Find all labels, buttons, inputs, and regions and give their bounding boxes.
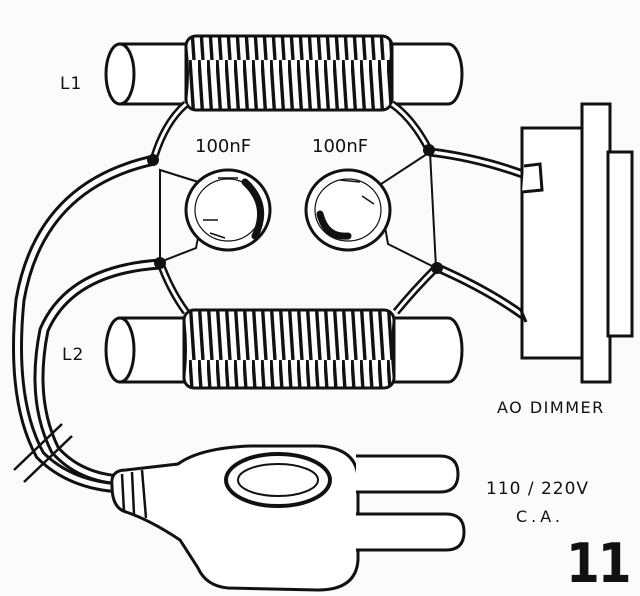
figure-number: 11 <box>566 532 632 595</box>
dimmer-connector <box>518 102 634 384</box>
label-l1: L1 <box>60 74 83 94</box>
wiring <box>12 100 530 494</box>
inductor-l2 <box>104 308 464 390</box>
label-capacitor-2: 100nF <box>312 136 369 157</box>
label-l2: L2 <box>62 345 85 365</box>
label-capacitor-1: 100nF <box>195 136 252 157</box>
label-voltage: 110 / 220V <box>486 479 590 499</box>
inductor-l1 <box>104 34 464 112</box>
coil-winding-l2 <box>182 308 396 390</box>
capacitor-1 <box>159 168 272 264</box>
solder-nodes <box>147 144 443 274</box>
coil-winding-l1 <box>184 34 394 112</box>
capacitor-2 <box>304 150 438 270</box>
label-current-type: C.A. <box>516 507 565 526</box>
label-output-dimmer: AO DIMMER <box>497 398 605 417</box>
mains-plug <box>110 444 466 592</box>
